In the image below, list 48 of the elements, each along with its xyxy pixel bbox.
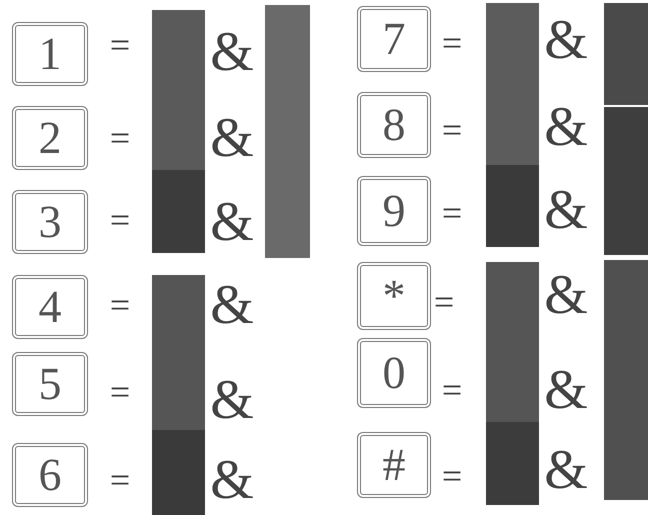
key-symbol: 2 bbox=[38, 115, 62, 161]
equals-sign: = bbox=[442, 372, 462, 408]
key-symbol: 3 bbox=[38, 199, 62, 245]
equals-sign: = bbox=[442, 25, 462, 61]
key-symbol: 9 bbox=[382, 188, 406, 234]
ampersand: & bbox=[544, 182, 588, 238]
key-box bbox=[357, 176, 431, 246]
equals-sign: = bbox=[434, 284, 454, 320]
key-symbol: * bbox=[382, 273, 406, 319]
equals-sign: = bbox=[110, 287, 130, 323]
equals-sign: = bbox=[442, 458, 462, 494]
ampersand: & bbox=[544, 362, 588, 418]
key-box bbox=[12, 106, 88, 170]
equals-sign: = bbox=[110, 120, 130, 156]
ampersand: & bbox=[210, 277, 254, 333]
key-symbol: 6 bbox=[38, 452, 62, 498]
key-box bbox=[12, 352, 88, 416]
key-box bbox=[12, 190, 88, 254]
key-box bbox=[357, 262, 431, 330]
key-box bbox=[357, 92, 431, 158]
ampersand: & bbox=[210, 194, 254, 250]
equals-sign: = bbox=[442, 195, 462, 231]
key-symbol: # bbox=[382, 442, 406, 488]
equals-sign: = bbox=[110, 202, 130, 238]
key-box bbox=[12, 443, 88, 507]
key-symbol: 5 bbox=[38, 361, 62, 407]
equals-sign: = bbox=[110, 462, 130, 498]
ampersand: & bbox=[544, 12, 588, 68]
key-symbol: 8 bbox=[382, 102, 406, 148]
key-box bbox=[357, 338, 431, 408]
ampersand: & bbox=[210, 372, 254, 428]
key-symbol: 1 bbox=[38, 31, 62, 77]
key-box bbox=[357, 432, 431, 498]
ampersand: & bbox=[210, 452, 254, 508]
key-symbol: 4 bbox=[38, 284, 62, 330]
ampersand: & bbox=[544, 267, 588, 323]
equals-sign: = bbox=[442, 112, 462, 148]
ampersand: & bbox=[544, 442, 588, 498]
equals-sign: = bbox=[110, 374, 130, 410]
equals-sign: = bbox=[110, 27, 130, 63]
ampersand: & bbox=[210, 110, 254, 166]
key-symbol: 0 bbox=[382, 350, 406, 396]
key-box bbox=[12, 22, 88, 86]
key-box bbox=[357, 6, 431, 72]
key-symbol: 7 bbox=[382, 16, 406, 62]
ampersand: & bbox=[210, 24, 254, 80]
key-box bbox=[12, 275, 88, 339]
ampersand: & bbox=[544, 99, 588, 155]
